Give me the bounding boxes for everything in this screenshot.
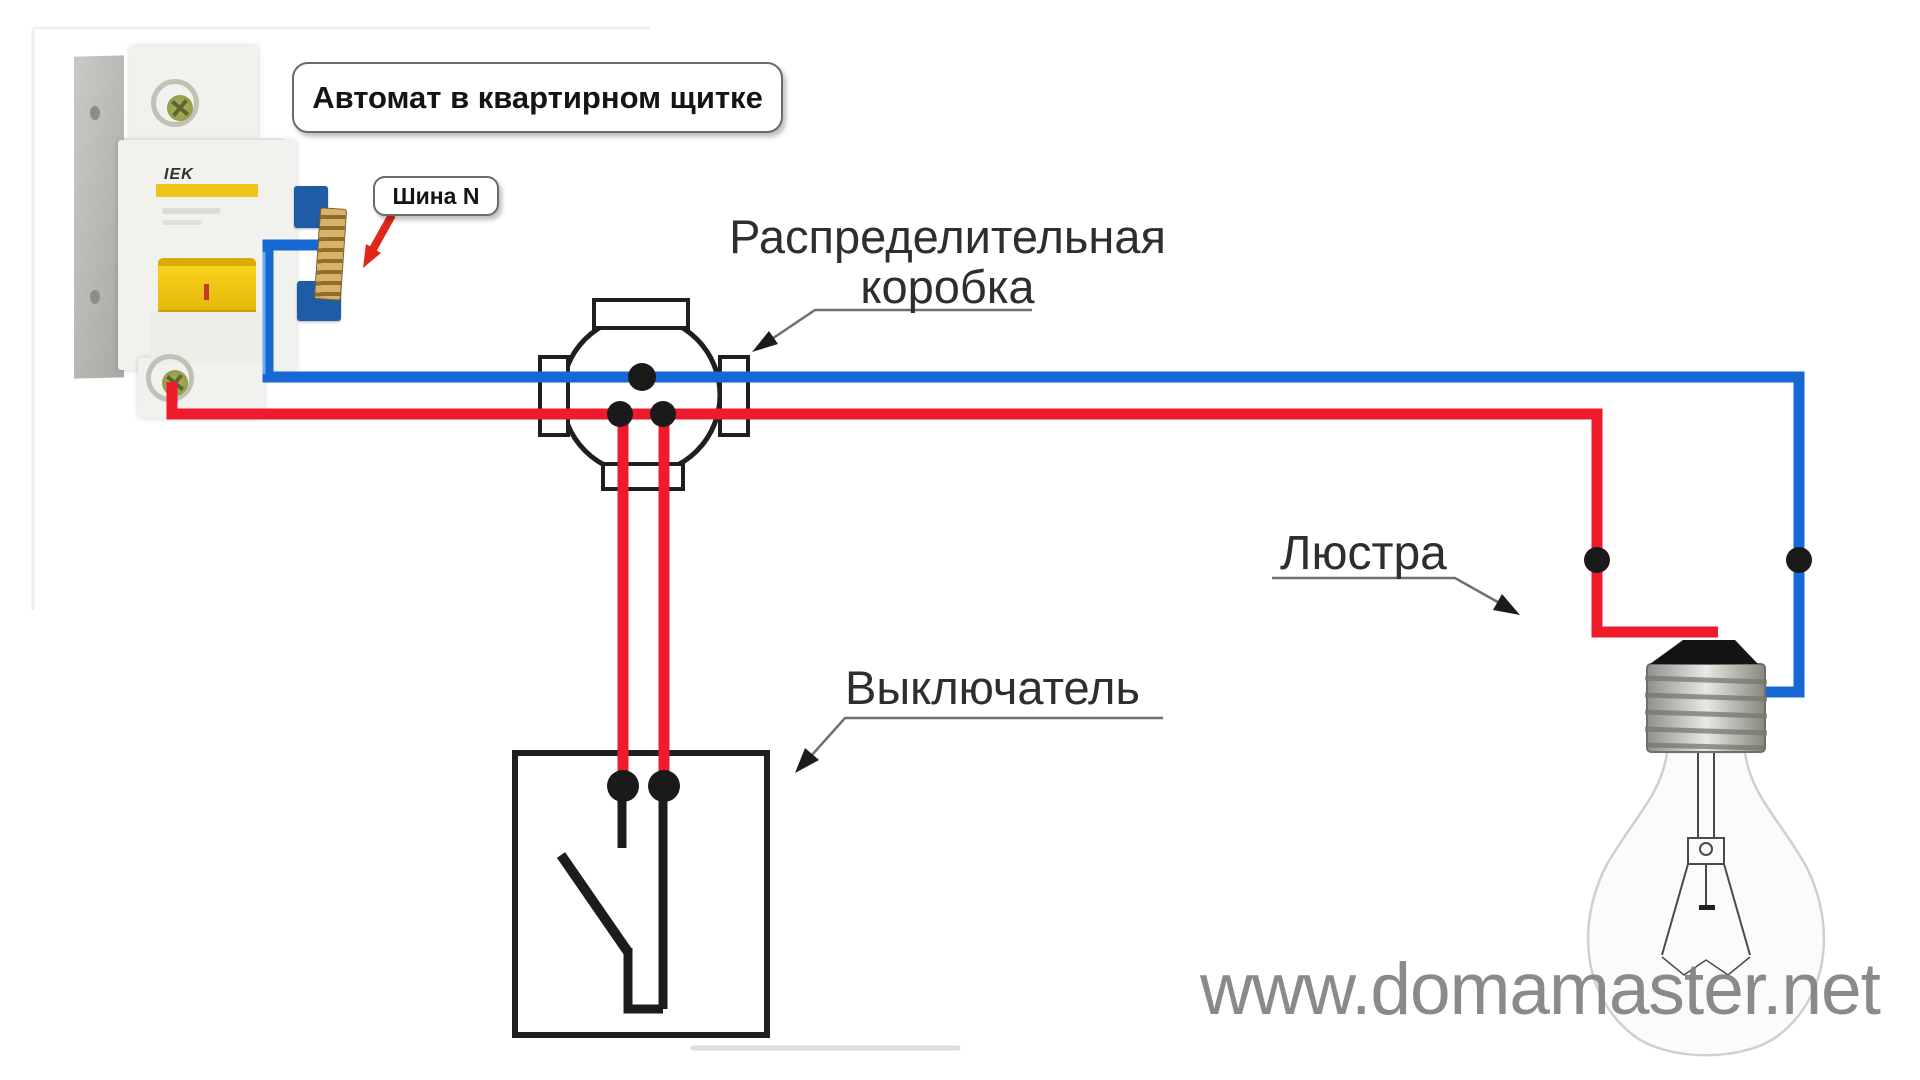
terminal-screw-icon [151, 79, 199, 127]
junction-dots [607, 363, 1812, 802]
neutral-bus-callout: Шина N [373, 176, 499, 216]
bulb-cap [1650, 640, 1758, 664]
scan-artifacts [31, 26, 650, 610]
din-hole [90, 106, 100, 120]
breaker-yellow-stripe [156, 184, 258, 197]
junction-box-label-line2: коробка [860, 260, 1035, 313]
switch-label: Выключатель [845, 661, 1140, 714]
leader-lines [759, 308, 1504, 766]
screw-head [167, 95, 193, 121]
junction-box-label: Распределительная коробка [695, 212, 1200, 312]
neutral-wire-blue [262, 239, 1805, 698]
phase-wire-red [166, 382, 1718, 780]
bulb-filament [1661, 752, 1751, 976]
screw-threads [1644, 675, 1768, 751]
switch-contacts [556, 800, 668, 1014]
bus-pointer-arrow [363, 213, 396, 268]
breaker-callout: Автомат в квартирном щитке [292, 62, 783, 133]
switch-symbol [512, 750, 770, 1038]
breaker-print-line [162, 208, 220, 214]
light-bulb [1586, 640, 1826, 1057]
din-hole [90, 290, 100, 304]
junction-box-symbol [538, 298, 750, 491]
site-watermark: www.domamaster.net [1200, 949, 1881, 1030]
circuit-breaker-photo: IEK [68, 40, 303, 430]
junction-box-label-line1: Распределительная [729, 210, 1166, 263]
breaker-print-line [162, 220, 202, 225]
breaker-brand-logo: IEK [164, 166, 194, 183]
chandelier-label: Люстра [1280, 527, 1447, 580]
leader-arrowheads [752, 331, 1520, 773]
